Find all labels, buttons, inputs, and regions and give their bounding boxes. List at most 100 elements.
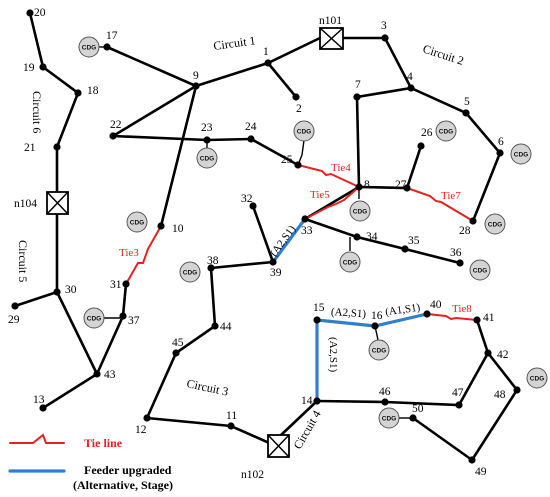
node-label: 39 — [270, 267, 282, 279]
node-label: 8 — [364, 179, 370, 191]
bus-node — [109, 132, 117, 140]
tie4-label: Tie4 — [331, 162, 351, 174]
node-label: 35 — [408, 235, 420, 247]
upgraded-15-16 — [315, 318, 377, 328]
tie-lines — [125, 164, 478, 321]
tie7-line — [406, 187, 474, 222]
bus-node — [401, 245, 409, 253]
feeder-14-46 — [315, 399, 387, 404]
node-label: 34 — [366, 231, 378, 243]
bus-node — [122, 280, 130, 288]
node-label: 48 — [494, 389, 506, 401]
circuit-label-4: Circuit 4 — [290, 408, 323, 452]
feeder-43-37-31 — [95, 282, 128, 376]
node-label: 10 — [172, 223, 184, 235]
tie3-label: Tie3 — [119, 247, 139, 259]
feeder-1-2 — [266, 61, 298, 99]
cdg-unit-16: CDG — [368, 325, 390, 361]
substations: n101 n102 n104 — [14, 15, 344, 481]
cdg-unit-34: CDG — [339, 237, 361, 273]
cdg-label: CDG — [200, 156, 214, 163]
feeder-9-10 — [159, 84, 198, 228]
bus-node — [264, 59, 272, 67]
cdg-label: CDG — [372, 348, 386, 355]
bus-node — [484, 349, 492, 357]
legend-alternative-stage-label: (Alternative, Stage) — [73, 478, 173, 492]
node-label: 4 — [407, 71, 413, 83]
bus-node — [403, 184, 411, 192]
bus-node — [207, 264, 215, 272]
feeder-30-43 — [55, 290, 99, 376]
feeder-n101-3-4-5-6-28 — [341, 36, 502, 223]
bus-node — [292, 93, 300, 101]
tie4-line — [297, 164, 360, 188]
legend-tie-line: Tie line — [9, 433, 123, 450]
node-label: 20 — [34, 7, 46, 19]
feeder-lines — [13, 11, 519, 462]
tie7-label: Tie7 — [441, 190, 461, 202]
feeder-38-44-45-12-11-n102 — [145, 266, 278, 448]
node-label: 16 — [371, 310, 383, 322]
legend: Tie line Feeder upgraded (Alternative, S… — [8, 433, 173, 492]
upgrade-label-16-40: (A1,S1) — [384, 301, 421, 318]
node-label: 36 — [450, 247, 462, 259]
upgrade-label-15-16: (A2,S1) — [331, 306, 367, 320]
node-label: 17 — [106, 30, 118, 42]
node-label: 33 — [301, 225, 313, 237]
bus-node — [157, 222, 165, 230]
bus-node — [26, 9, 34, 17]
node-label: 29 — [8, 314, 20, 326]
cdg-label: CDG — [473, 268, 487, 275]
node-label: 9 — [193, 70, 199, 82]
cdg-label: CDG — [82, 45, 96, 52]
substation-n101: n101 — [319, 15, 344, 50]
legend-feeder-upgraded: Feeder upgraded (Alternative, Stage) — [8, 463, 173, 492]
substation-label-n102: n102 — [241, 469, 264, 481]
feeder-17-9 — [105, 45, 198, 88]
tie5-line — [304, 186, 360, 220]
tie8-line — [426, 313, 478, 321]
legend-tie-line-sample — [9, 433, 65, 444]
bus-node — [381, 34, 389, 42]
legend-feeder-upgraded-label: Feeder upgraded — [84, 463, 172, 477]
node-label: 12 — [135, 424, 147, 436]
feeder-29-30 — [13, 290, 59, 308]
circuit-label-3: Circuit 3 — [185, 376, 229, 398]
cdg-label: CDG — [530, 376, 544, 383]
bus-node — [462, 109, 470, 117]
bus-node — [353, 93, 361, 101]
cdg-unit-26: CDG — [435, 120, 457, 142]
bus-node — [455, 401, 463, 409]
feeder-9-22 — [111, 84, 198, 138]
cdg-label: CDG — [514, 152, 528, 159]
node-label: 27 — [395, 179, 407, 191]
node-label: 32 — [241, 193, 253, 205]
bus-node — [103, 43, 111, 51]
node-label: 24 — [245, 121, 257, 133]
cdg-unit-23: CDG — [196, 140, 218, 169]
bus-node — [247, 135, 255, 143]
bus-node — [456, 259, 464, 267]
node-label: 37 — [128, 315, 140, 327]
bus-node — [313, 397, 321, 405]
circuit-label-2: Circuit 2 — [421, 42, 466, 68]
upgraded-33-39 — [271, 217, 307, 264]
tie5-label: Tie5 — [310, 189, 330, 201]
cdg-label: CDG — [353, 209, 367, 216]
upgrade-labels: (A2,S1) (A2,S1) (A1,S1) (A2,S1) — [268, 223, 421, 372]
upgraded-16-40 — [373, 312, 429, 328]
node-label: 28 — [459, 225, 471, 237]
bus-node — [203, 136, 211, 144]
node-label: 30 — [65, 284, 77, 296]
tie-labels: Tie3 Tie4 Tie5 Tie7 Tie8 — [119, 162, 472, 315]
bus-node — [381, 398, 389, 406]
node-label: 44 — [220, 321, 232, 333]
node-label: 15 — [313, 302, 325, 314]
feeder-22-23-24-25 — [111, 134, 300, 167]
node-label: 7 — [355, 79, 361, 91]
bus-node — [468, 456, 476, 464]
node-label: 23 — [201, 122, 213, 134]
node-label: 11 — [226, 410, 237, 422]
bus-node — [294, 161, 302, 169]
cdg-unit-6: CDG — [510, 143, 532, 165]
